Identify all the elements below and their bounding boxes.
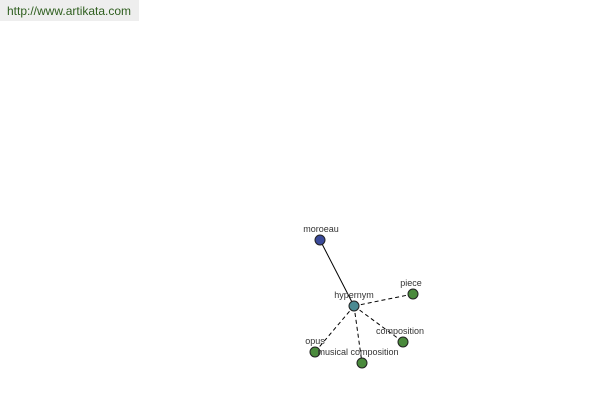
node-piece[interactable] (407, 288, 419, 300)
label-composition: composition (376, 326, 424, 336)
label-piece: piece (400, 278, 422, 288)
label-opus: opus (305, 336, 325, 346)
label-musical-composition: musical composition (317, 347, 398, 357)
node-opus[interactable] (309, 346, 321, 358)
node-composition[interactable] (397, 336, 409, 348)
edge-composition (353, 305, 404, 343)
edge-piece (353, 293, 414, 307)
label-moroeau: moroeau (303, 224, 339, 234)
url-bar: http://www.artikata.com (0, 0, 139, 21)
node-moroeau[interactable] (314, 234, 326, 246)
edge-moroeau (319, 239, 355, 307)
site-link[interactable]: http://www.artikata.com (7, 4, 132, 18)
edge-musical-composition (353, 305, 363, 364)
node-musical-composition[interactable] (356, 357, 368, 369)
label-hypernym: hypernym (334, 290, 374, 300)
node-hypernym[interactable] (348, 300, 360, 312)
edge-opus (314, 305, 355, 353)
